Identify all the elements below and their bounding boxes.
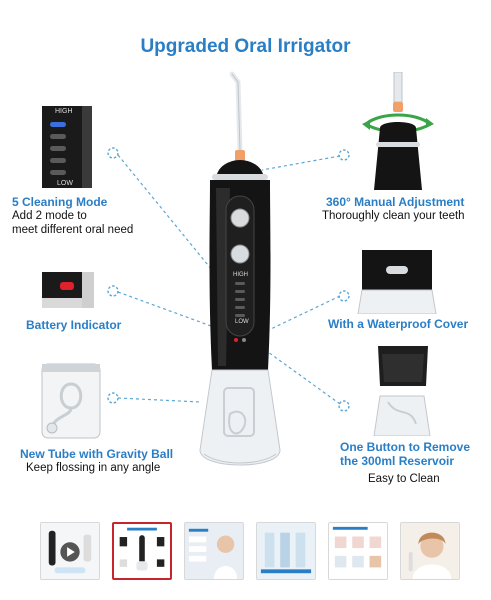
cleaning-mode-title: 5 Cleaning Mode — [12, 195, 108, 209]
gravity-ball-title: New Tube with Gravity Ball — [20, 447, 174, 461]
product-diagram-icon — [114, 524, 170, 578]
waterproof-cover-title: With a Waterproof Cover — [328, 317, 469, 331]
gravity-ball-desc: Keep flossing in any angle — [26, 462, 161, 474]
nozzle-kit-icon — [329, 523, 387, 579]
panel-high-label: HIGH — [55, 108, 73, 115]
thumbnail-1[interactable] — [40, 522, 100, 580]
nozzle-rotation-closeup — [362, 72, 434, 190]
cleaning-mode-desc-2: meet different oral need — [12, 224, 134, 236]
product-infographic: Upgraded Oral Irrigator HIGH LOW 5 — [12, 36, 471, 485]
battery-indicator-title: Battery Indicator — [26, 318, 122, 332]
thumbnail-4[interactable] — [256, 522, 316, 580]
reservoir-title-1: One Button to Remove — [340, 440, 471, 454]
woman-portrait-icon — [401, 523, 459, 579]
mode-panel-closeup — [42, 106, 92, 188]
reservoir-title-2: the 300ml Reservoir — [340, 454, 455, 468]
oral-irrigator-device — [199, 71, 281, 466]
reservoir-tube-closeup — [41, 363, 101, 439]
callout-lines — [107, 147, 350, 412]
waterproof-cover-closeup — [357, 250, 437, 314]
thumbnail-5[interactable] — [328, 522, 388, 580]
cleaning-mode-desc-1: Add 2 mode to — [12, 210, 87, 222]
thumbnail-2[interactable] — [112, 522, 172, 580]
thumbnail-3[interactable] — [184, 522, 244, 580]
battery-closeup — [42, 272, 94, 308]
manual-adjustment-title: 360° Manual Adjustment — [326, 195, 465, 209]
panel-low-label: LOW — [57, 180, 73, 187]
thumbnail-6[interactable] — [400, 522, 460, 580]
page-title: Upgraded Oral Irrigator — [140, 36, 351, 57]
reservoir-desc: Easy to Clean — [368, 473, 440, 485]
device-high-label: HIGH — [233, 272, 248, 278]
video-play-icon — [41, 523, 99, 579]
device-low-label: LOW — [235, 319, 249, 325]
thumbnail-strip — [0, 522, 491, 584]
woman-smiling-icon — [185, 523, 243, 579]
product-tubes-icon — [257, 523, 315, 579]
manual-adjustment-desc: Thoroughly clean your teeth — [322, 210, 465, 222]
reservoir-removal-closeup — [373, 346, 431, 436]
